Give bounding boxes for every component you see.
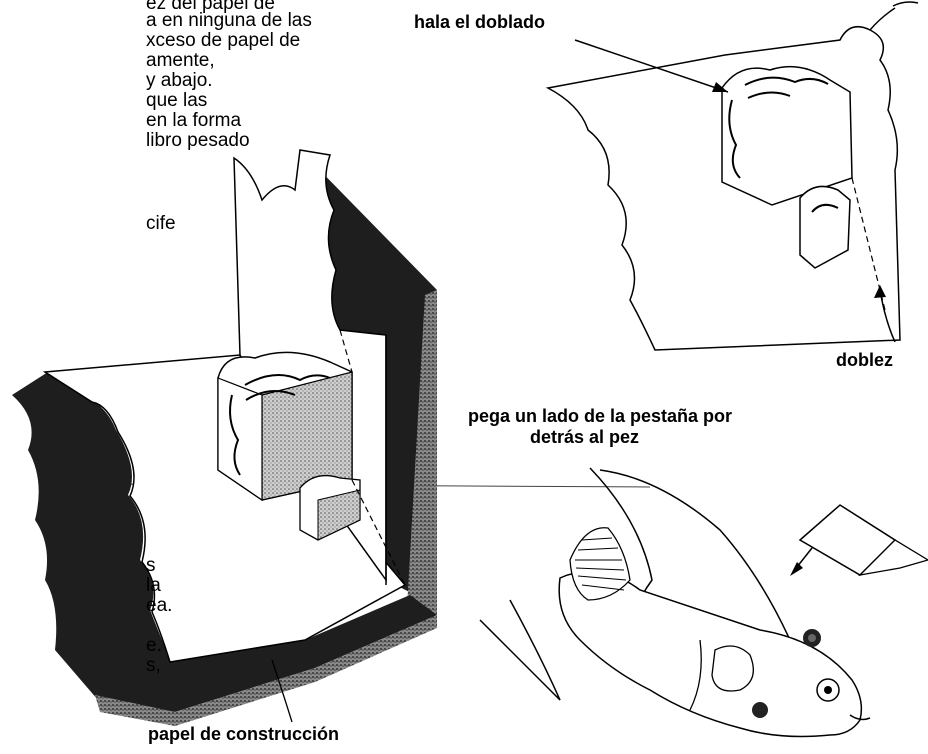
fish <box>479 467 871 738</box>
instruction-line: ez del papel de <box>146 0 275 14</box>
white-card-left <box>42 149 407 663</box>
fold-arrow <box>874 285 896 343</box>
label-glue-tab-line2: detrás al pez <box>530 427 640 447</box>
pull-fold-arrow <box>574 39 729 93</box>
label-construction-paper: papel de construcción <box>148 724 340 744</box>
instruction-line: y abajo. <box>146 70 213 91</box>
label-glue-tab-line1: pega un lado de la pestaña por <box>468 406 733 426</box>
instruction-line: en la forma <box>146 110 242 131</box>
instruction-line: amente, <box>146 50 215 71</box>
instruction-line: cife <box>146 213 176 234</box>
glue-tab <box>790 504 928 576</box>
label-pull-fold: hala el doblado <box>414 12 546 32</box>
white-card-right <box>545 1 919 351</box>
construction-paper-pointer <box>271 659 293 723</box>
instruction-line: que las <box>146 90 208 111</box>
instruction-line: la <box>146 575 161 596</box>
instruction-line: ea. <box>146 595 173 616</box>
instruction-line: xceso de papel de <box>146 30 301 51</box>
instruction-line: a en ninguna de las <box>146 10 312 31</box>
instruction-line: s <box>146 555 156 576</box>
construction-paper-backing <box>12 150 437 726</box>
instruction-line: e. <box>146 635 162 656</box>
label-fold: doblez <box>836 350 893 370</box>
instruction-line: libro pesado <box>146 130 250 151</box>
instruction-line: s, <box>146 655 161 676</box>
